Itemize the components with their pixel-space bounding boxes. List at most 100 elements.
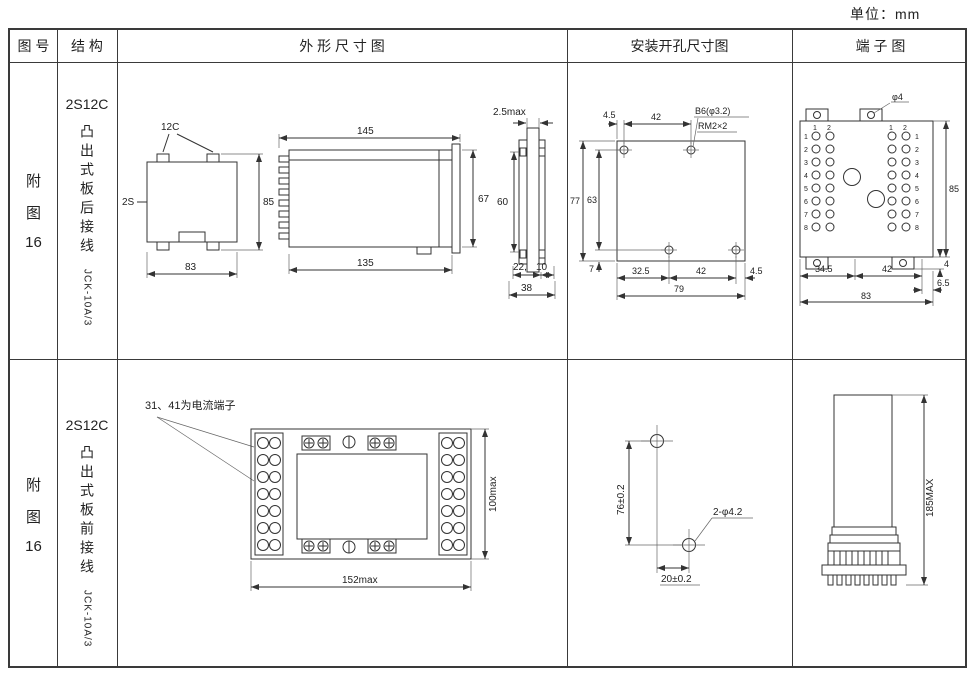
terminal-contacts-right xyxy=(887,131,911,232)
dim-135: 135 xyxy=(357,258,374,269)
dim-42-top: 42 xyxy=(651,112,661,122)
unit-label: 单位：mm xyxy=(850,6,921,22)
front-wiring-dimensions xyxy=(250,428,489,591)
note-leaders xyxy=(156,416,255,482)
column-divider xyxy=(117,30,118,666)
row-number: 5 xyxy=(915,186,919,193)
outline-drawing-rear-wiring: 12C 2S 83 85 xyxy=(122,107,556,299)
side-view xyxy=(278,134,477,274)
front-view xyxy=(137,133,263,278)
dim-22: 22, xyxy=(513,262,527,273)
model-label: 2S12C xyxy=(65,96,109,112)
label-2-phi4-2: 2-φ4.2 xyxy=(713,507,743,518)
label-b6: B6(φ3.2) xyxy=(695,106,730,116)
label-12c: 12C xyxy=(161,122,179,133)
outline-drawing-front-wiring: 31、41为电流端子 xyxy=(145,398,499,591)
dim-63: 63 xyxy=(587,195,597,205)
fig-line: 图 xyxy=(25,205,41,222)
model-label: 2S12C xyxy=(65,417,109,433)
label-phi4: φ4 xyxy=(892,92,903,102)
cutout-outline xyxy=(616,140,746,262)
terminal-contacts-left xyxy=(811,131,835,232)
col-header: 1 xyxy=(813,125,817,132)
header-terminal: 端 子 图 xyxy=(855,38,906,54)
row-number: 6 xyxy=(804,199,808,206)
dim-83: 83 xyxy=(185,262,197,273)
mounting-drawing-front-wiring: 76±0.2 2-φ4.2 20±0.2 xyxy=(616,425,753,586)
dim-4-5-left: 4.5 xyxy=(603,110,616,120)
row-number: 5 xyxy=(804,186,808,193)
dim-60: 60 xyxy=(497,197,509,208)
fig-line: 附 xyxy=(25,173,41,190)
header-mounting: 安装开孔尺寸图 xyxy=(630,38,729,54)
header-fig-no: 图 号 xyxy=(17,38,50,54)
fig-no-cell-row1: 附 图 16 xyxy=(10,62,57,359)
column-divider xyxy=(792,30,793,666)
fig-no-cell-row2: 附 图 16 xyxy=(10,359,57,670)
structure-cell-row1: 2S12C 凸出式板后接线 JCK-10A/3 xyxy=(57,62,117,359)
row-divider xyxy=(10,359,965,360)
mounting-dimensions xyxy=(625,440,753,586)
structure-text: 凸出式板前接线 xyxy=(79,445,95,578)
dim-38: 38 xyxy=(521,283,533,294)
row-number: 7 xyxy=(804,212,808,219)
cutout-dimensions xyxy=(579,116,755,300)
fig-line: 附 xyxy=(25,477,41,494)
row-number: 3 xyxy=(915,160,919,167)
col-header: 2 xyxy=(903,125,907,132)
row-number: 2 xyxy=(804,147,808,154)
dim-83: 83 xyxy=(861,291,871,301)
dim-67: 67 xyxy=(478,194,490,205)
dim-20: 20±0.2 xyxy=(661,574,692,585)
terminal-diagram-front-wiring: 185MAX xyxy=(821,394,936,586)
dim-145: 145 xyxy=(357,126,374,137)
screw-terminals xyxy=(301,435,397,554)
fig-line: 16 xyxy=(25,538,42,555)
dim-6-5: 6.5 xyxy=(937,278,950,288)
row-number: 4 xyxy=(804,173,808,180)
dim-85: 85 xyxy=(263,197,275,208)
structure-cell-row2: 2S12C 凸出式板前接线 JCK-10A/3 xyxy=(57,359,117,670)
col-header: 2 xyxy=(827,125,831,132)
row-number: 7 xyxy=(915,212,919,219)
row-number: 8 xyxy=(915,225,919,232)
dim-42-bottom: 42 xyxy=(696,266,706,276)
dim-77: 77 xyxy=(570,196,580,206)
row-number: 2 xyxy=(915,147,919,154)
current-terminal-note: 31、41为电流端子 xyxy=(145,398,235,412)
label-2s: 2S xyxy=(122,197,135,208)
column-divider xyxy=(57,30,58,666)
terminal-dimensions xyxy=(799,120,950,306)
dim-25max: 2.5max xyxy=(493,107,526,118)
drawing-table: 图 号 结 构 外 形 尺 寸 图 安装开孔尺寸图 端 子 图 附 图 16 2… xyxy=(8,28,967,668)
column-divider xyxy=(567,30,568,666)
terminal-body xyxy=(799,101,934,270)
row-number: 6 xyxy=(915,199,919,206)
terminal-diagram-rear-wiring: 1 2 1 2 1 2 3 4 5 6 7 8 1 2 3 4 5 6 7 8 xyxy=(799,92,959,306)
end-view xyxy=(508,118,556,299)
model-code: JCK-10A/3 xyxy=(81,269,93,327)
dim-152max: 152max xyxy=(342,575,378,586)
header-outline: 外 形 尺 寸 图 xyxy=(299,38,385,54)
label-rm2: RM2×2 xyxy=(698,121,727,131)
dim-32-5: 32.5 xyxy=(632,266,650,276)
dim-76: 76±0.2 xyxy=(616,484,627,515)
dim-7: 7 xyxy=(589,264,594,274)
col-header: 1 xyxy=(889,125,893,132)
row-number: 1 xyxy=(804,134,808,141)
model-code: JCK-10A/3 xyxy=(81,590,93,648)
dim-79: 79 xyxy=(674,284,684,294)
side-profile-dimensions xyxy=(892,394,928,586)
front-wiring-body xyxy=(250,428,472,560)
structure-text: 凸出式板后接线 xyxy=(79,124,95,257)
dim-4: 4 xyxy=(944,259,949,269)
dim-185max: 185MAX xyxy=(925,478,936,517)
header-structure: 结 构 xyxy=(71,38,103,54)
dim-4-5-right: 4.5 xyxy=(750,266,763,276)
dim-85: 85 xyxy=(949,184,959,194)
header-divider xyxy=(10,62,965,63)
dim-34-5: 34.5 xyxy=(815,264,833,274)
row-number: 8 xyxy=(804,225,808,232)
fig-line: 图 xyxy=(25,509,41,526)
